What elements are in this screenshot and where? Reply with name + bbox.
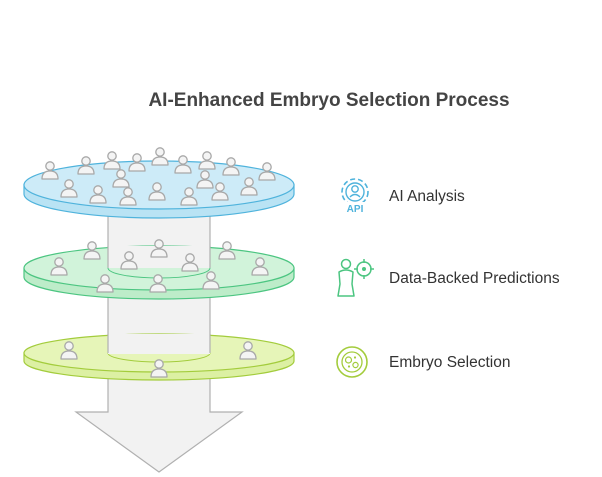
person-icon: [211, 182, 229, 201]
person-icon: [251, 257, 269, 276]
person-icon: [202, 271, 220, 290]
stage-disc-embryo-selection: [23, 333, 295, 381]
stage-label-ai-analysis: AI Analysis: [389, 188, 465, 205]
person-icon: [83, 241, 101, 260]
person-icon: [50, 257, 68, 276]
person-icon: [60, 179, 78, 198]
person-icon: [149, 274, 167, 293]
person-icon: [222, 157, 240, 176]
person-icon: [60, 341, 78, 360]
person-icon: [196, 170, 214, 189]
person-icon: [198, 151, 216, 170]
person-icon: [96, 274, 114, 293]
person-icon: [240, 177, 258, 196]
person-target-icon: [337, 258, 374, 297]
person-icon: [148, 182, 166, 201]
person-icon: [119, 187, 137, 206]
person-icon: [89, 185, 107, 204]
person-icon: [120, 251, 138, 270]
gear-api-icon: API: [341, 178, 369, 215]
stage-disc-data-backed-predictions: [23, 239, 295, 300]
person-icon: [150, 239, 168, 258]
page-title: AI-Enhanced Embryo Selection Process: [148, 90, 509, 111]
api-icon-text: API: [347, 204, 364, 215]
person-icon: [258, 162, 276, 181]
person-icon: [218, 241, 236, 260]
people-group-data-backed-predictions: [50, 239, 269, 293]
person-icon: [41, 161, 59, 180]
person-icon: [77, 156, 95, 175]
person-icon: [239, 341, 257, 360]
person-icon: [181, 253, 199, 272]
stage-label-embryo-selection: Embryo Selection: [389, 354, 510, 371]
people-group-ai-analysis: [41, 147, 276, 206]
person-icon: [103, 151, 121, 170]
people-group-embryo-selection: [60, 341, 257, 378]
person-icon: [174, 155, 192, 174]
person-icon: [180, 187, 198, 206]
person-icon: [151, 147, 169, 166]
embryo-icon: [336, 346, 368, 378]
person-icon: [128, 153, 146, 172]
stage-label-data-backed-predictions: Data-Backed Predictions: [389, 270, 560, 287]
down-arrow: [74, 371, 244, 473]
person-icon: [150, 359, 168, 378]
person-icon: [112, 169, 130, 188]
stage-disc-ai-analysis: [23, 147, 295, 219]
